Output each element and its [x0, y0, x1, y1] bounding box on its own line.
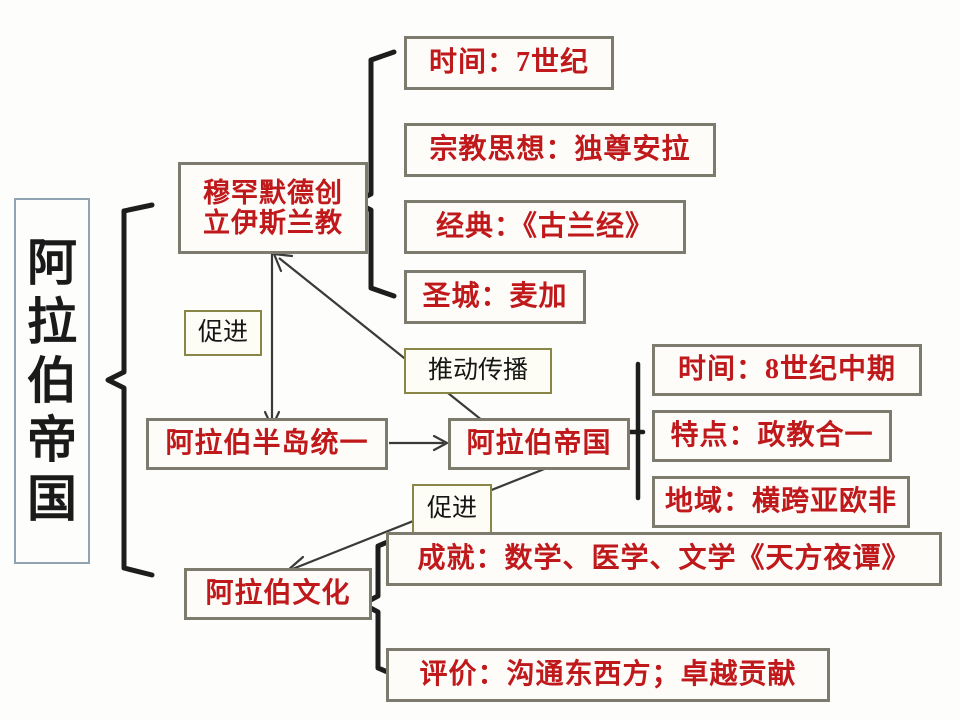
brace-main-left — [105, 202, 155, 578]
detail-empire-feature: 特点：政教合一 — [652, 410, 892, 462]
detail-islam-holy-city: 圣城：麦加 — [404, 270, 586, 324]
title-char-4: 帝 — [27, 411, 77, 468]
node-arab-culture: 阿拉伯文化 — [184, 568, 372, 620]
title-char-3: 伯 — [27, 352, 77, 409]
page-title: 阿 拉 伯 帝 国 — [14, 198, 90, 564]
detail-islam-scripture: 经典：《古兰经》 — [404, 200, 686, 254]
detail-empire-territory: 地域：横跨亚欧非 — [652, 476, 910, 528]
arrow-head-islam — [272, 252, 294, 273]
node-islam-founding-line1: 穆罕默德创 — [203, 177, 343, 208]
detail-culture-achievements: 成就：数学、医学、文学《天方夜谭》 — [386, 532, 942, 586]
node-islam-founding-line2: 立伊斯兰教 — [203, 208, 343, 238]
detail-islam-time: 时间：7世纪 — [404, 36, 614, 90]
detail-islam-doctrine: 宗教思想：独尊安拉 — [404, 123, 716, 177]
edge-label-promote-lower: 促进 — [412, 484, 492, 534]
node-islam-founding: 穆罕默德创 立伊斯兰教 — [178, 162, 368, 254]
detail-empire-time: 时间：8世纪中期 — [652, 344, 922, 396]
node-peninsula-unified: 阿拉伯半岛统一 — [146, 418, 388, 470]
edge-label-promote-upper: 促进 — [184, 310, 262, 356]
title-char-5: 国 — [27, 470, 77, 527]
title-char-2: 拉 — [27, 293, 77, 350]
arrow-head-empire — [432, 434, 449, 452]
edge-label-spread: 推动传播 — [404, 348, 552, 394]
detail-culture-evaluation: 评价：沟通东西方；卓越贡献 — [386, 648, 830, 702]
node-arab-empire: 阿拉伯帝国 — [448, 418, 630, 470]
title-char-1: 阿 — [27, 234, 77, 291]
